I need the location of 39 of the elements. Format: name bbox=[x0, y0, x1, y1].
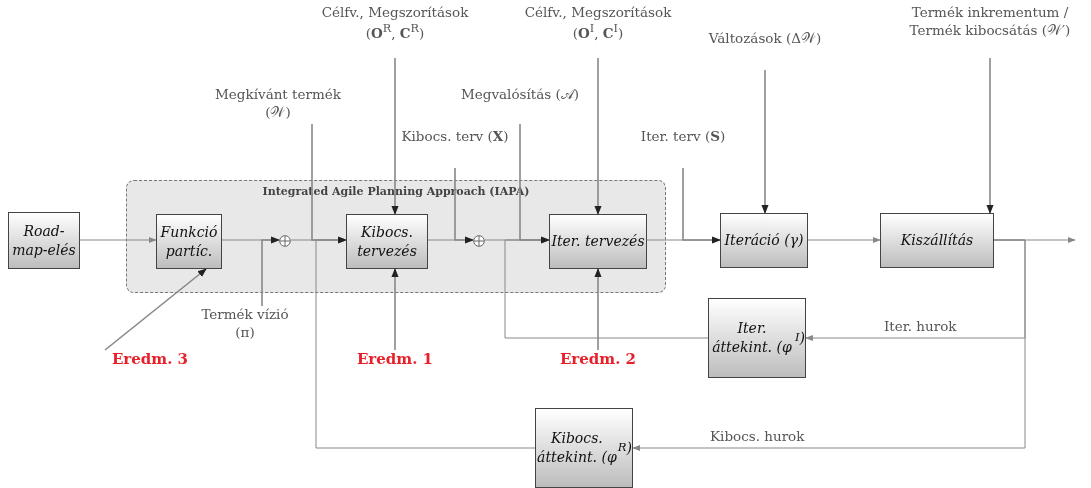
input-label: Célfv., Megszorítások (O$^{R}$, C$^{R}$) bbox=[320, 4, 470, 58]
edge-label: Kibocs. hurok bbox=[708, 428, 807, 444]
arrow bbox=[261, 236, 280, 307]
process-box: Iter. tervezés bbox=[549, 214, 647, 269]
input-label: Kibocs. terv (X) bbox=[400, 128, 510, 168]
arrow bbox=[519, 123, 550, 244]
arrow bbox=[807, 236, 881, 244]
input-label: Termék inkrementum / Termék kibocsátás (𝒲′) bbox=[900, 4, 1080, 58]
arrow bbox=[391, 57, 399, 215]
input-label: Megkívánt termék (𝒲) bbox=[208, 86, 348, 124]
input-label: Iter. terv (S) bbox=[630, 128, 736, 168]
summing-junction bbox=[279, 235, 291, 247]
arrow bbox=[986, 57, 994, 214]
arrow bbox=[79, 236, 157, 244]
input-label: Változások (Δ𝒲) bbox=[705, 30, 825, 70]
arrow bbox=[311, 123, 347, 244]
group-title: Integrated Agile Planning Approach (IAPA) bbox=[261, 185, 531, 198]
input-label: Célfv., Megszorítások (O$^{I}$, C$^{I}$) bbox=[523, 4, 673, 58]
arrow bbox=[594, 57, 602, 215]
process-box: Kiszállítás bbox=[880, 213, 994, 268]
arrow bbox=[761, 69, 769, 214]
arrow bbox=[594, 268, 602, 351]
input-label: Megvalósítás (𝒜) bbox=[455, 86, 585, 124]
process-box: Funkció partíc. bbox=[156, 214, 222, 269]
input-label: Termék vízió (π) bbox=[190, 306, 300, 350]
process-box: Kibocs. tervezés bbox=[346, 214, 428, 269]
process-box: Iteráció (γ) bbox=[720, 213, 808, 268]
result-label: Eredm. 3 bbox=[95, 350, 205, 372]
edge-label: Iter. hurok bbox=[882, 318, 959, 334]
arrow bbox=[104, 268, 207, 351]
arrow bbox=[632, 239, 1026, 452]
result-label: Eredm. 1 bbox=[340, 350, 450, 372]
arrow bbox=[454, 167, 474, 244]
summing-junction bbox=[473, 235, 485, 247]
arrow bbox=[682, 167, 721, 244]
group-box bbox=[126, 180, 666, 293]
process-box: Road-map-elés bbox=[8, 212, 80, 269]
result-label: Eredm. 2 bbox=[543, 350, 653, 372]
arrow bbox=[391, 268, 399, 351]
